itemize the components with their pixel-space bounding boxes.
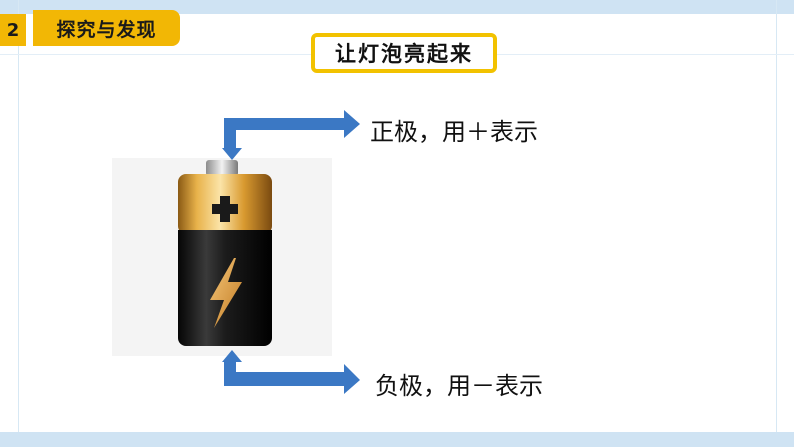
positive-arrow — [222, 110, 360, 160]
page-title: 让灯泡亮起来 — [311, 33, 497, 73]
positive-label: 正极，用＋表示 — [370, 118, 538, 146]
grid-line — [18, 0, 19, 447]
section-number: 2 — [0, 14, 26, 46]
negative-arrow — [222, 350, 360, 394]
negative-label: 负极，用－表示 — [375, 372, 543, 400]
section-title: 探究与发现 — [33, 10, 180, 46]
bottom-band — [0, 432, 794, 447]
battery-image — [178, 160, 272, 346]
top-band — [0, 0, 794, 14]
grid-line — [776, 0, 777, 447]
battery-terminal — [206, 160, 238, 176]
bolt-icon — [210, 258, 242, 328]
